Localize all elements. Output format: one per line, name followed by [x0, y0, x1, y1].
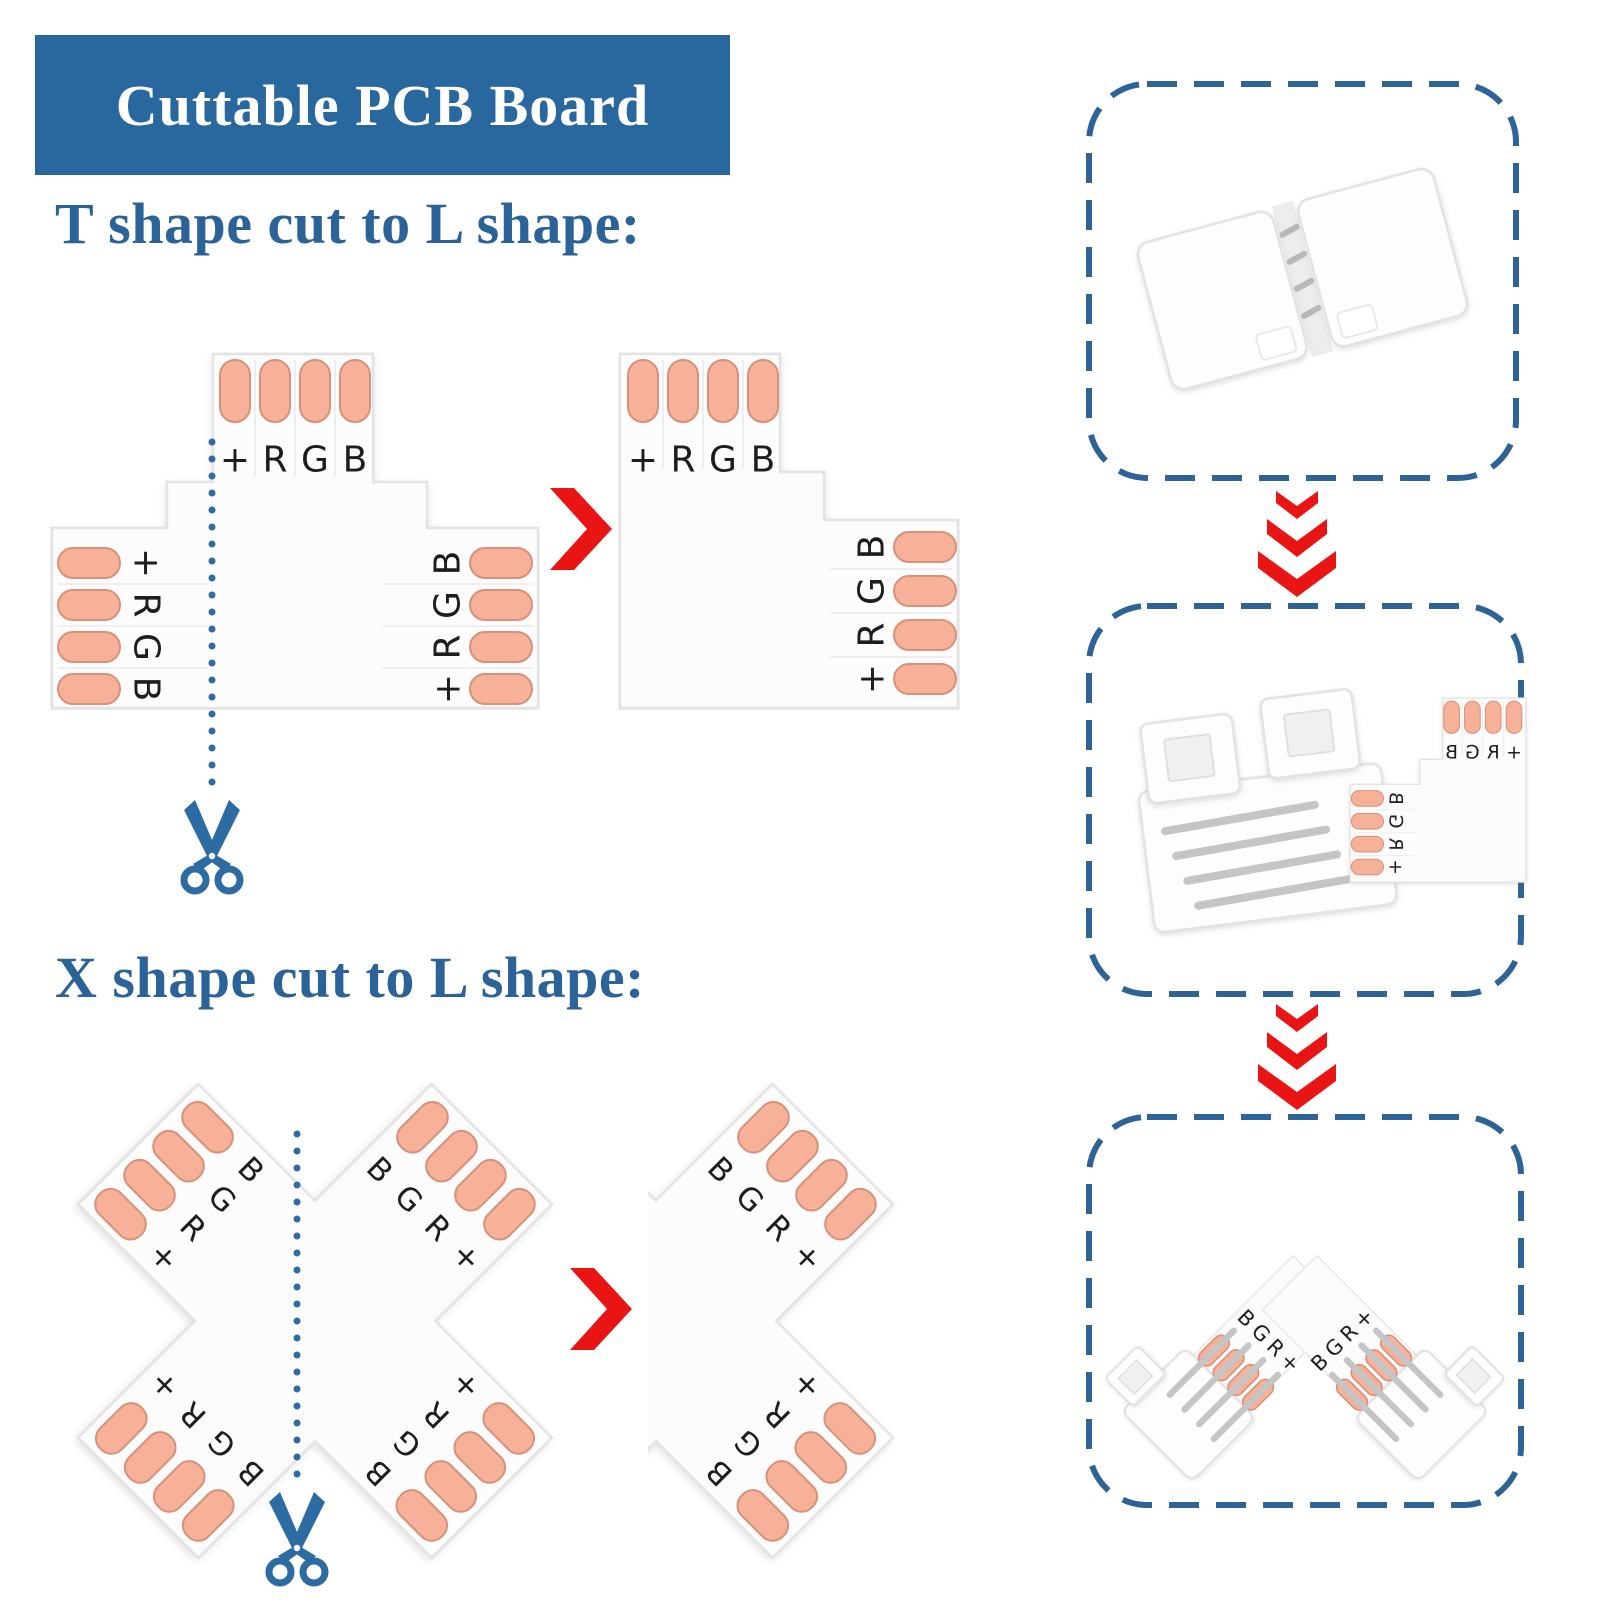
copper-pad	[57, 631, 121, 663]
open-connector-photo	[1137, 688, 1398, 934]
copper-pad	[339, 359, 371, 423]
copper-pad	[181, 1489, 235, 1542]
pad-label: R	[126, 592, 167, 617]
pad-label: B	[126, 677, 167, 702]
t-board-outline	[50, 352, 540, 710]
l-pcb-photo	[1350, 698, 1526, 882]
pad-label: G	[852, 577, 893, 605]
chevron-right-arrow-icon	[550, 488, 612, 570]
copper-pad	[469, 673, 533, 705]
copper-pad	[123, 1431, 177, 1484]
copper-pad	[57, 673, 121, 705]
step-box-1	[1086, 81, 1519, 481]
pad-label: +	[428, 674, 469, 704]
dashed-border	[1086, 81, 1519, 481]
copper-pad	[425, 1129, 478, 1183]
title-banner: Cuttable PCB Board	[35, 35, 730, 175]
pad-label: R	[852, 622, 893, 647]
l-shape-pcb: + R G B B G R +	[618, 352, 960, 710]
pad-label: B	[751, 440, 776, 481]
copper-pad	[893, 575, 957, 607]
copper-pad	[667, 359, 699, 423]
copper-pad	[482, 1402, 536, 1455]
triple-chevron-down-icon	[1258, 1004, 1336, 1110]
copper-pad	[123, 1158, 176, 1212]
copper-pad	[893, 619, 957, 651]
t-cut-guide	[180, 438, 244, 895]
pad-label: G	[428, 591, 469, 619]
pad-label: R	[262, 440, 287, 481]
l-board-outline	[618, 352, 960, 710]
copper-pad	[453, 1431, 507, 1484]
half-x-pcb	[648, 1078, 898, 1564]
pad-label: B	[428, 551, 469, 576]
copper-pad	[893, 531, 957, 563]
copper-pad	[483, 1187, 536, 1241]
pad-label: G	[126, 633, 167, 661]
copper-pad	[94, 1402, 148, 1455]
copper-pad	[469, 547, 533, 579]
triple-chevron-down-icon	[1258, 491, 1336, 597]
x-board-outline	[76, 1082, 554, 1560]
pad-label: R	[670, 440, 695, 481]
chevron-right-arrow-icon	[570, 1268, 632, 1350]
copper-pad	[219, 359, 251, 423]
copper-pad	[454, 1158, 507, 1212]
x-section-heading: X shape cut to L shape:	[55, 945, 645, 1010]
copper-pad	[57, 589, 121, 621]
board-traces	[662, 360, 952, 658]
t-section-heading: T shape cut to L shape:	[55, 191, 641, 256]
page-title: Cuttable PCB Board	[115, 72, 650, 138]
pad-label: +	[628, 440, 658, 481]
step-box-3: B G R + + R G B	[1086, 1114, 1524, 1508]
copper-pad	[259, 359, 291, 423]
scissors-icon	[180, 800, 244, 895]
copper-pad	[469, 631, 533, 663]
l-assembly-photo: B G R + + R G B	[1105, 1254, 1505, 1479]
connector-pair-photo	[1136, 167, 1469, 391]
copper-pad	[627, 359, 659, 423]
pad-label: B	[852, 535, 893, 560]
step-box-2	[1086, 603, 1530, 997]
copper-pad	[152, 1129, 205, 1183]
t-shape-pcb: + R G B + R G B B G R +	[50, 352, 540, 710]
pad-label: R	[428, 634, 469, 659]
pad-label: +	[220, 440, 250, 481]
copper-pad	[893, 663, 957, 695]
copper-pad	[396, 1100, 449, 1154]
copper-pad	[424, 1460, 478, 1513]
copper-pad	[57, 547, 121, 579]
copper-pad	[94, 1187, 147, 1241]
pad-label: +	[126, 548, 167, 578]
dashed-border	[1086, 1114, 1524, 1508]
board-traces	[58, 360, 532, 669]
copper-pad	[181, 1100, 234, 1154]
copper-pad	[152, 1460, 206, 1513]
pad-label: +	[852, 664, 893, 694]
pad-label: G	[709, 440, 737, 481]
scissors-icon	[269, 1492, 325, 1583]
copper-pad	[747, 359, 779, 423]
copper-pad	[299, 359, 331, 423]
pad-label: B	[343, 440, 368, 481]
x-cut-guide	[255, 1130, 335, 1600]
copper-pad	[469, 589, 533, 621]
copper-pad	[395, 1489, 449, 1542]
pad-label: G	[301, 440, 329, 481]
copper-pad	[707, 359, 739, 423]
x-shape-pcb: B G R + + R G B B G R + + R G	[76, 1082, 554, 1560]
